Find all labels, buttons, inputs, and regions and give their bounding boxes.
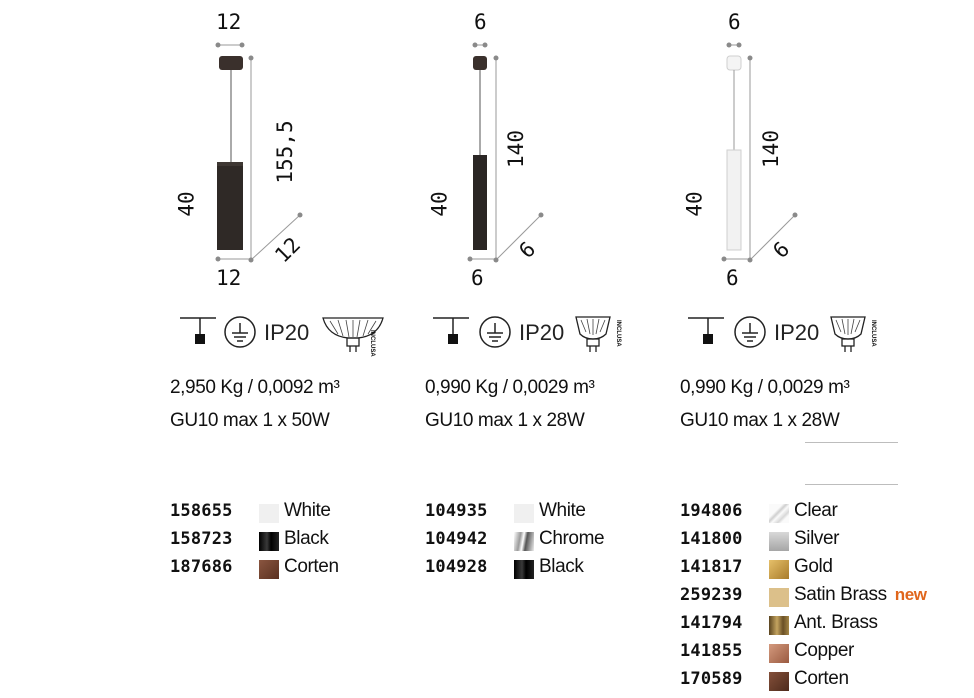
finish-name: Black — [284, 528, 329, 549]
product-code: 104942 — [425, 529, 488, 549]
dim-top: 6 — [728, 10, 741, 34]
finish-swatch — [769, 560, 789, 579]
ip-rating: IP20 — [774, 320, 820, 345]
weight-volume: 2,950 Kg / 0,0092 m³ — [170, 377, 340, 398]
inclusa-label: INCLUSA — [870, 320, 876, 347]
pendant-body — [726, 149, 742, 251]
pendant-body — [217, 162, 243, 250]
pendant-drawing-1 — [215, 42, 303, 263]
gu10-bulb-icon — [830, 316, 866, 352]
pendant-body — [473, 155, 487, 250]
product-column-3: 6 140 40 6 6 IP20 INCLUSA 0,990 Kg / 0,0… — [680, 0, 974, 698]
dim-height: 140 — [758, 130, 783, 168]
dim-height: 140 — [503, 130, 528, 168]
dim-top: 6 — [474, 10, 487, 34]
finish-swatch — [514, 532, 534, 551]
finish-name: White — [539, 500, 586, 521]
finish-name: Corten — [794, 668, 849, 689]
divider — [805, 442, 898, 443]
product-code: 141817 — [680, 557, 743, 577]
finish-name: Satin Brass new — [794, 584, 927, 606]
product-code: 141855 — [680, 641, 743, 661]
product-column-2: 6 140 40 6 6 IP20 INCLUSA 0,990 Kg / 0,0… — [425, 0, 725, 698]
finish-name: Gold — [794, 556, 833, 577]
product-code: 141794 — [680, 613, 743, 633]
lamp-spec: GU10 max 1 x 28W — [680, 410, 840, 431]
finish-name: Chrome — [539, 528, 605, 549]
weight-volume: 0,990 Kg / 0,0029 m³ — [425, 377, 595, 398]
earth-ground-icon — [224, 316, 256, 348]
product-column-1: 12 155,5 40 12 12 IP20 INCLUSA 2,950 Kg … — [170, 0, 470, 698]
finish-name: White — [284, 500, 331, 521]
earth-ground-icon — [734, 316, 766, 348]
finish-name: Black — [539, 556, 584, 577]
finish-swatch — [769, 532, 789, 551]
ceiling-mount-icon — [433, 317, 469, 344]
ip-rating: IP20 — [519, 320, 565, 345]
divider — [805, 484, 898, 485]
weight-volume: 0,990 Kg / 0,0029 m³ — [680, 377, 850, 398]
inclusa-label: INCLUSA — [369, 330, 375, 357]
product-code: 187686 — [170, 557, 233, 577]
finish-swatch — [769, 588, 789, 607]
finish-name: Corten — [284, 556, 339, 577]
ceiling-mount-icon — [180, 317, 216, 344]
ip-rating: IP20 — [264, 320, 310, 345]
canopy — [726, 55, 742, 71]
lamp-spec: GU10 max 1 x 28W — [425, 410, 585, 431]
pendant-drawing-2 — [467, 42, 544, 263]
finish-name: Copper — [794, 640, 854, 661]
product-code: 194806 — [680, 501, 743, 521]
finish-swatch — [769, 672, 789, 691]
product-code: 158723 — [170, 529, 233, 549]
product-code: 158655 — [170, 501, 233, 521]
product-code: 104928 — [425, 557, 488, 577]
finish-name: Clear — [794, 500, 838, 521]
pendant-drawing-3 — [721, 42, 798, 263]
finish-swatch — [769, 644, 789, 663]
lamp-spec: GU10 max 1 x 50W — [170, 410, 330, 431]
product-code: 259239 — [680, 585, 743, 605]
earth-ground-icon — [479, 316, 511, 348]
dim-body: 40 — [682, 191, 707, 217]
dim-bottom: 6 — [471, 266, 484, 290]
new-badge: new — [894, 585, 927, 604]
ceiling-mount-icon — [688, 317, 724, 344]
finish-swatch — [514, 560, 534, 579]
ar111-bulb-icon — [322, 317, 384, 352]
finish-swatch — [259, 560, 279, 579]
dim-body: 40 — [427, 191, 452, 217]
finish-name: Silver — [794, 528, 840, 549]
finish-swatch — [769, 616, 789, 635]
inclusa-label: INCLUSA — [615, 320, 621, 347]
finish-swatch — [259, 504, 279, 523]
canopy — [219, 56, 243, 70]
canopy — [473, 56, 487, 70]
dim-top: 12 — [216, 10, 242, 34]
finish-name: Ant. Brass — [794, 612, 878, 633]
product-code: 141800 — [680, 529, 743, 549]
dim-bottom: 6 — [726, 266, 739, 290]
finish-swatch — [769, 504, 789, 523]
dim-bottom: 12 — [216, 266, 242, 290]
finish-swatch — [259, 532, 279, 551]
product-code: 104935 — [425, 501, 488, 521]
finish-swatch — [514, 504, 534, 523]
product-code: 170589 — [680, 669, 743, 689]
gu10-bulb-icon — [575, 316, 611, 352]
dim-height: 155,5 — [273, 120, 297, 184]
dim-body: 40 — [174, 191, 199, 217]
finish-name-text: Satin Brass — [794, 584, 887, 605]
